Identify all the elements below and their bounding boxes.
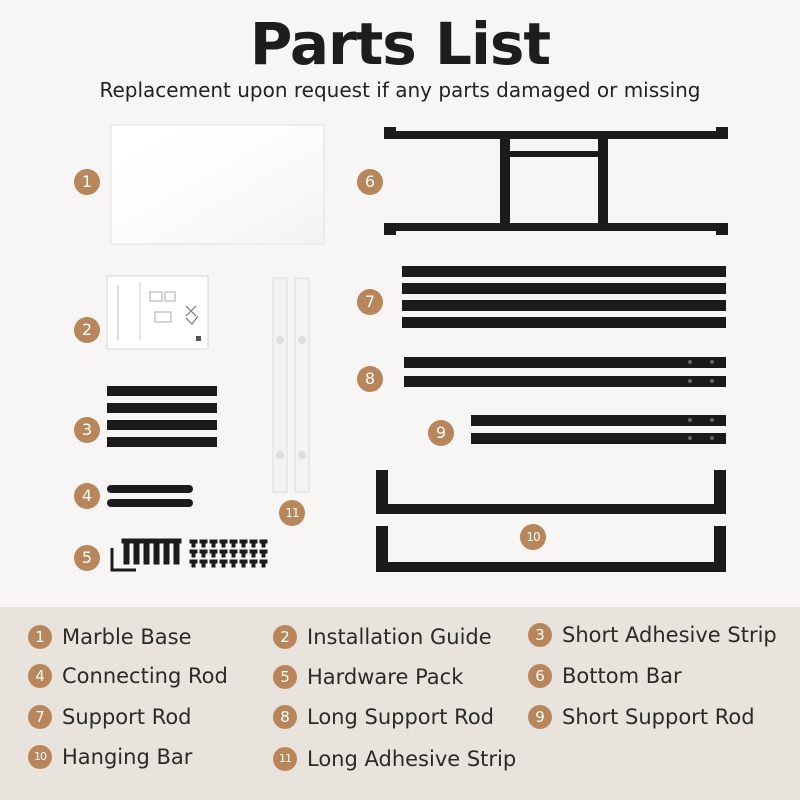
support-rods-image [402, 266, 726, 328]
part-badge-9: 9 [428, 420, 454, 446]
page-title: Parts List [249, 10, 551, 78]
long-support-rods-image [404, 357, 726, 387]
screw-shaft [221, 552, 226, 558]
screw-shaft [251, 542, 256, 548]
legend-item-installation-guide: 2 Installation Guide [273, 622, 492, 652]
screw-shaft [191, 562, 196, 568]
screw-shaft [191, 552, 196, 558]
legend-badge: 7 [28, 705, 52, 729]
screw-shaft [191, 542, 196, 548]
legend-item-connecting-rod: 4 Connecting Rod [28, 661, 228, 691]
legend-item-marble-base: 1 Marble Base [28, 622, 192, 652]
legend-badge: 11 [273, 747, 297, 771]
screw-shaft [251, 562, 256, 568]
screw-shaft [201, 542, 206, 548]
part-badge-8: 8 [357, 366, 383, 392]
legend-item-long-adhesive-strip: 11 Long Adhesive Strip [273, 744, 516, 774]
connecting-rods-image [107, 485, 193, 507]
legend-item-hardware-pack: 5 Hardware Pack [273, 662, 463, 692]
legend-label: Hardware Pack [307, 665, 464, 689]
legend-badge: 9 [528, 705, 552, 729]
legend-badge: 1 [28, 625, 52, 649]
screw-shaft [241, 552, 246, 558]
screw-shaft [231, 562, 236, 568]
screw-shaft [211, 542, 216, 548]
legend-label: Short Support Rod [562, 705, 755, 729]
legend-label: Installation Guide [307, 625, 492, 649]
hardware-pack-image [110, 538, 268, 572]
legend-label: Short Adhesive Strip [562, 623, 777, 647]
screw-shaft [211, 562, 216, 568]
part-badge-7: 7 [357, 289, 383, 315]
screw-shaft [241, 562, 246, 568]
screw-shaft [261, 542, 266, 548]
screw-shaft [261, 562, 266, 568]
legend-label: Connecting Rod [62, 664, 228, 688]
legend-label: Long Support Rod [307, 705, 495, 729]
legend-badge: 3 [528, 623, 552, 647]
legend-label: Support Rod [62, 705, 192, 729]
legend-badge: 10 [28, 745, 52, 769]
screw-shaft [231, 542, 236, 548]
screw-shaft [211, 552, 216, 558]
marble-base-image [110, 124, 325, 245]
legend-item-hanging-bar: 10 Hanging Bar [28, 742, 192, 772]
legend-badge: 6 [528, 664, 552, 688]
part-badge-6: 6 [357, 169, 383, 195]
screw-shaft [251, 552, 256, 558]
short-adhesive-strips-image [107, 386, 217, 447]
legend-label: Marble Base [62, 625, 192, 649]
parts-legend: 1 Marble Base 2 Installation Guide 3 Sho… [0, 607, 800, 800]
legend-item-long-support-rod: 8 Long Support Rod [273, 702, 494, 732]
long-adhesive-strips-image [272, 277, 310, 493]
part-badge-5: 5 [74, 545, 100, 571]
page-subtitle: Replacement upon request if any parts da… [99, 78, 701, 102]
screw-shaft [201, 562, 206, 568]
part-badge-11: 11 [279, 500, 305, 526]
screw-shaft [221, 562, 226, 568]
legend-item-short-adhesive-strip: 3 Short Adhesive Strip [528, 620, 777, 650]
screw-shaft [231, 552, 236, 558]
part-badge-4: 4 [74, 483, 100, 509]
screw-shaft [241, 542, 246, 548]
short-support-rods-image [471, 415, 726, 444]
legend-badge: 5 [273, 665, 297, 689]
legend-label: Long Adhesive Strip [307, 747, 517, 771]
part-badge-10: 10 [520, 524, 546, 550]
legend-badge: 2 [273, 625, 297, 649]
legend-badge: 8 [273, 705, 297, 729]
screw-shaft [261, 552, 266, 558]
legend-item-support-rod: 7 Support Rod [28, 702, 192, 732]
screw-shaft [201, 552, 206, 558]
part-badge-1: 1 [74, 169, 100, 195]
legend-label: Hanging Bar [62, 745, 193, 769]
legend-item-bottom-bar: 6 Bottom Bar [528, 661, 682, 691]
bottom-bar-image [384, 127, 728, 235]
screw-shaft [221, 542, 226, 548]
legend-badge: 4 [28, 664, 52, 688]
legend-label: Bottom Bar [562, 664, 682, 688]
part-badge-2: 2 [74, 317, 100, 343]
legend-item-short-support-rod: 9 Short Support Rod [528, 702, 755, 732]
installation-guide-image [106, 275, 209, 350]
hanging-bars-image [376, 470, 726, 572]
part-badge-3: 3 [74, 417, 100, 443]
